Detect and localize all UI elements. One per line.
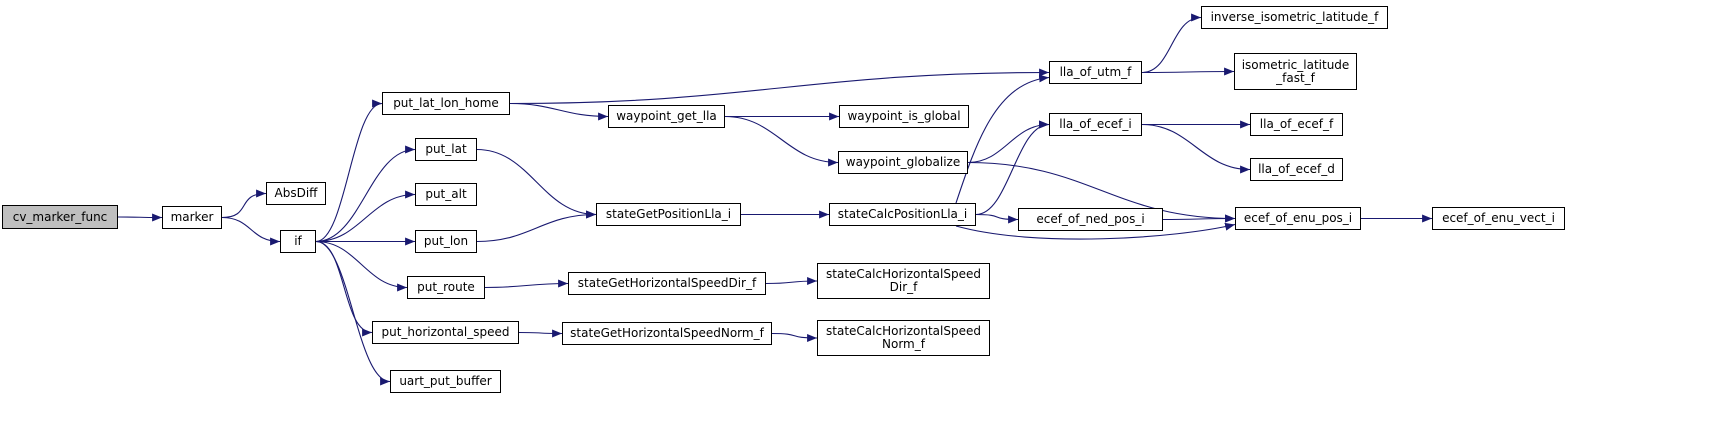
edge-if-to-put-horizontal-speed (315, 240, 373, 337)
node-put-route[interactable]: put_route (407, 276, 485, 299)
node-put-alt[interactable]: put_alt (415, 183, 477, 206)
edge-waypoint-globalize-to-ecef-of-enu-pos-i (967, 161, 1236, 223)
node-statecalchorizontalspeednorm-f[interactable]: stateCalcHorizontalSpeed Norm_f (817, 320, 990, 356)
node-uart-put-buffer[interactable]: uart_put_buffer (390, 370, 501, 393)
edge-if-to-uart-put-buffer (315, 240, 391, 386)
edge-lla-of-utm-f-to-isometric-latitude-fast-f (1141, 67, 1235, 76)
edge-lla-of-utm-f-to-inverse-isometric-latitude-f (1141, 13, 1202, 74)
edge-if-to-put-lat-lon-home (315, 99, 383, 243)
edge-put-route-to-stategethorizontalspeeddir-f (484, 279, 569, 289)
edge-statecalcpositionlla-i-to-lla-of-ecef-i (975, 120, 1050, 216)
edge-if-to-put-alt (315, 190, 416, 243)
node-stategethorizontalspeednorm-f[interactable]: stateGetHorizontalSpeedNorm_f (562, 322, 772, 345)
edge-if-to-put-route (315, 240, 408, 292)
edge-cv-marker-func-to-marker (117, 213, 163, 222)
node-statecalcpositionlla-i[interactable]: stateCalcPositionLla_i (829, 203, 976, 226)
edge-put-lat-lon-home-to-lla-of-utm-f (509, 68, 1050, 105)
node-lla-of-ecef-i[interactable]: lla_of_ecef_i (1049, 113, 1142, 136)
node-waypoint-globalize[interactable]: waypoint_globalize (838, 151, 968, 174)
edge-statecalcpositionlla-i-to-ecef-of-enu-pos-i (955, 222, 1236, 240)
edge-lla-of-ecef-i-to-lla-of-ecef-d (1141, 123, 1251, 174)
node-if[interactable]: if (280, 230, 316, 253)
edge-waypoint-get-lla-to-waypoint-globalize (724, 115, 839, 167)
edge-put-lat-to-stategetpositionlla-i (476, 148, 597, 219)
node-put-lat[interactable]: put_lat (415, 138, 477, 161)
node-ecef-of-enu-vect-i[interactable]: ecef_of_enu_vect_i (1432, 207, 1565, 230)
edge-put-lat-lon-home-to-waypoint-get-lla (509, 102, 609, 121)
edge-waypoint-globalize-to-lla-of-ecef-i (967, 120, 1050, 164)
edge-marker-to-if (221, 216, 281, 246)
node-absdiff[interactable]: AbsDiff (266, 182, 326, 205)
node-waypoint-is-global[interactable]: waypoint_is_global (839, 105, 969, 128)
node-stategethorizontalspeeddir-f[interactable]: stateGetHorizontalSpeedDir_f (568, 272, 766, 295)
edge-put-horizontal-speed-to-stategethorizontalspeednorm-f (518, 329, 563, 338)
edge-stategethorizontalspeeddir-f-to-statecalchorizontalspeeddir-f (765, 277, 818, 285)
edge-marker-to-absdiff (221, 189, 267, 219)
node-waypoint-get-lla[interactable]: waypoint_get_lla (608, 105, 725, 128)
edge-put-lon-to-stategetpositionlla-i (476, 210, 597, 243)
node-stategetpositionlla-i[interactable]: stateGetPositionLla_i (596, 203, 741, 226)
node-lla-of-utm-f[interactable]: lla_of_utm_f (1049, 61, 1142, 84)
node-ecef-of-ned-pos-i[interactable]: ecef_of_ned_pos_i (1018, 208, 1163, 231)
node-lla-of-ecef-d[interactable]: lla_of_ecef_d (1250, 158, 1343, 181)
node-ecef-of-enu-pos-i[interactable]: ecef_of_enu_pos_i (1235, 207, 1361, 230)
node-isometric-latitude-fast-f[interactable]: isometric_latitude _fast_f (1234, 53, 1357, 90)
node-statecalchorizontalspeeddir-f[interactable]: stateCalcHorizontalSpeed Dir_f (817, 263, 990, 299)
edge-statecalcpositionlla-i-to-lla-of-utm-f (955, 74, 1050, 204)
edge-ecef-of-ned-pos-i-to-ecef-of-enu-pos-i (1162, 214, 1236, 223)
node-put-horizontal-speed[interactable]: put_horizontal_speed (372, 321, 519, 344)
edge-if-to-put-lat (315, 145, 416, 243)
node-put-lon[interactable]: put_lon (415, 230, 477, 253)
edge-stategethorizontalspeednorm-f-to-statecalchorizontalspeednorm-f (771, 332, 818, 342)
node-marker[interactable]: marker (162, 206, 222, 229)
node-inverse-isometric-latitude-f[interactable]: inverse_isometric_latitude_f (1201, 6, 1388, 29)
node-cv-marker-func[interactable]: cv_marker_func (2, 205, 118, 229)
node-put-lat-lon-home[interactable]: put_lat_lon_home (382, 92, 510, 115)
edge-statecalcpositionlla-i-to-ecef-of-ned-pos-i (975, 213, 1019, 224)
node-lla-of-ecef-f[interactable]: lla_of_ecef_f (1250, 113, 1343, 136)
